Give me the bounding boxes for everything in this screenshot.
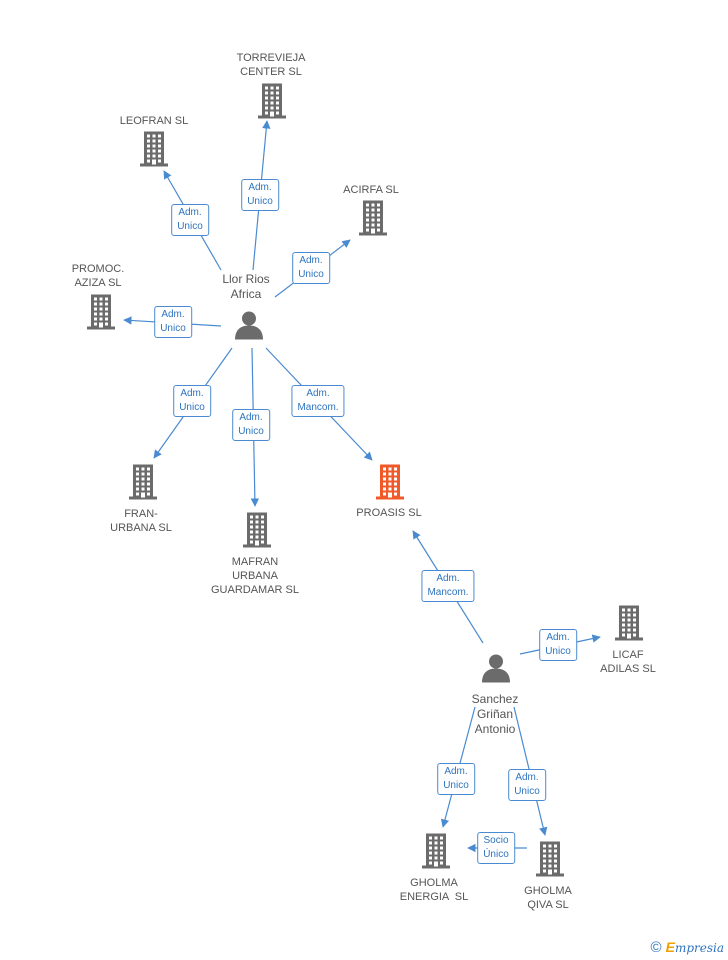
node-proasis[interactable] [373,463,407,506]
edge-label-llor-acirfa: Adm. Unico [292,252,330,284]
node-label-mafran[interactable]: MAFRAN URBANA GUARDAMAR SL [210,556,300,596]
edge-label-sanchez-gholmaenergia: Adm. Unico [437,763,475,795]
edge-label-gholmaqiva-gholmaenergia: Socio Único [477,832,515,864]
node-llor[interactable] [234,310,264,345]
edge-label-sanchez-gholmaqiva: Adm. Unico [508,769,546,801]
copyright-icon: © [650,939,662,956]
brand-logo: ©Empresia [651,939,724,956]
node-label-gholmaqiva[interactable]: GHOLMA QIVA SL [524,885,572,911]
node-franurbana[interactable] [126,463,160,506]
node-label-acirfa[interactable]: ACIRFA SL [343,184,399,196]
node-label-franurbana[interactable]: FRAN- URBANA SL [110,508,172,534]
edge-label-llor-mafran: Adm. Unico [232,409,270,441]
person-icon [235,311,263,340]
person-icon [482,654,510,683]
node-licaf[interactable] [612,604,646,647]
building-icon [87,294,115,330]
edge-label-sanchez-proasis: Adm. Mancom. [421,570,475,602]
node-gholmaenergia[interactable] [419,832,453,875]
node-label-gholmaenergia[interactable]: GHOLMA ENERGIA SL [399,877,469,903]
node-label-licaf[interactable]: LICAF ADILAS SL [600,649,656,675]
building-icon [615,605,643,641]
edge-label-llor-torrevieja: Adm. Unico [241,179,279,211]
node-label-sanchez[interactable]: Sanchez Griñan Antonio [471,692,519,736]
node-label-llor[interactable]: Llor Rios Africa [222,272,270,301]
building-icon [129,464,157,500]
edge-label-llor-proasis: Adm. Mancom. [291,385,345,417]
building-icon [376,464,404,500]
brand-initial: E [665,939,675,955]
building-icon [359,200,387,236]
node-label-proasis[interactable]: PROASIS SL [356,507,422,519]
node-label-promoc[interactable]: PROMOC. AZIZA SL [71,263,125,289]
node-torrevieja[interactable] [255,82,289,125]
node-leofran[interactable] [137,130,171,173]
building-icon [422,833,450,869]
node-mafran[interactable] [240,511,274,554]
node-acirfa[interactable] [356,199,390,242]
node-label-torrevieja[interactable]: TORREVIEJA CENTER SL [236,52,306,78]
node-label-leofran[interactable]: LEOFRAN SL [119,115,189,127]
edge-label-sanchez-licaf: Adm. Unico [539,629,577,661]
brand-name: mpresia [674,941,724,955]
node-sanchez[interactable] [481,653,511,688]
node-promoc[interactable] [84,293,118,336]
building-icon [536,841,564,877]
building-icon [243,512,271,548]
node-gholmaqiva[interactable] [533,840,567,883]
edge-label-llor-leofran: Adm. Unico [171,204,209,236]
edge-label-llor-franurbana: Adm. Unico [173,385,211,417]
building-icon [258,83,286,119]
edge-label-llor-promoc: Adm. Unico [154,306,192,338]
building-icon [140,131,168,167]
